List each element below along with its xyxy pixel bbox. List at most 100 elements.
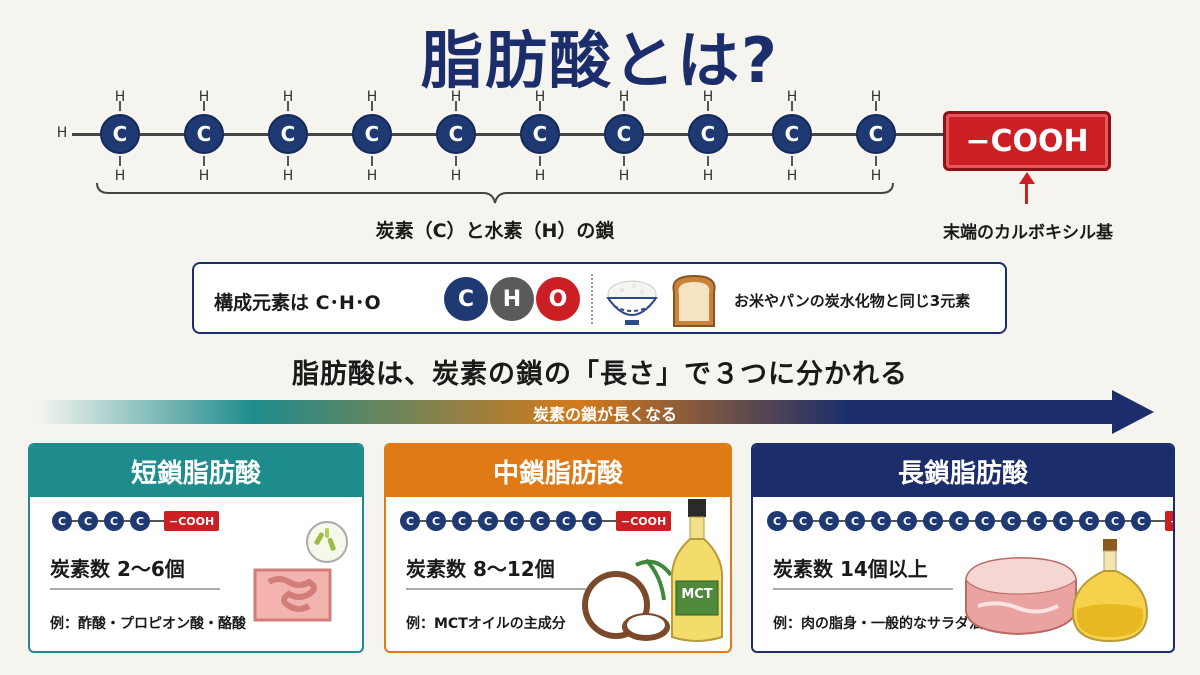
mini-carbon-atom: C <box>1053 511 1073 531</box>
oxygen-element-badge: O <box>536 277 580 321</box>
hydrogen-atom: H <box>786 168 798 184</box>
hydrogen-atom: H <box>702 168 714 184</box>
hydrogen-bond <box>623 156 625 166</box>
carbon-atom: C <box>772 114 812 154</box>
hydrogen-atom: H <box>618 89 630 105</box>
short-chain-divider <box>50 588 220 590</box>
medium-chain-divider <box>406 588 586 590</box>
hydrogen-bond <box>203 156 205 166</box>
hydrogen-bond <box>539 156 541 166</box>
coconut-icon <box>582 558 673 641</box>
mini-carbon-atom: C <box>1001 511 1021 531</box>
hydrogen-bond <box>119 156 121 166</box>
mini-cooh-group: −COOH <box>616 511 672 531</box>
carbon-atom: C <box>688 114 728 154</box>
hydrogen-bond <box>791 156 793 166</box>
hydrogen-bond <box>119 101 121 111</box>
hydrogen-bond <box>875 101 877 111</box>
carbon-atom: C <box>184 114 224 154</box>
terminal-hydrogen: H <box>56 125 68 141</box>
hydrogen-bond <box>455 101 457 111</box>
hydrogen-bond <box>287 101 289 111</box>
cooh-caption: 末端のカルボキシル基 <box>943 223 1113 243</box>
carbon-element-badge: C <box>444 277 488 321</box>
carbon-atom: C <box>520 114 560 154</box>
mini-carbon-atom: C <box>845 511 865 531</box>
cooh-group: −COOH <box>943 111 1111 171</box>
hydrogen-atom: H <box>282 89 294 105</box>
hydrogen-bond <box>791 101 793 111</box>
mini-carbon-atom: C <box>104 511 124 531</box>
mini-carbon-atom: C <box>130 511 150 531</box>
mct-bottle-label: MCT <box>681 587 713 602</box>
hydrogen-atom: H <box>450 168 462 184</box>
chain-caption: 炭素（C）と水素（H）の鎖 <box>375 220 615 242</box>
hydrogen-element-badge: H <box>490 277 534 321</box>
hydrogen-bond <box>875 156 877 166</box>
hydrogen-atom: H <box>198 168 210 184</box>
mini-carbon-atom: C <box>400 511 420 531</box>
short-chain-title: 短鎖脂肪酸 <box>30 445 362 497</box>
hydrogen-atom: H <box>618 168 630 184</box>
long-chain-example: 例：肉の脂身・一般的なサラダ油 <box>773 616 983 632</box>
hydrogen-atom: H <box>366 89 378 105</box>
meat-icon <box>965 556 1077 636</box>
hydrogen-bond <box>287 156 289 166</box>
hydrogen-bond <box>371 156 373 166</box>
medium-chain-title: 中鎖脂肪酸 <box>386 445 730 497</box>
carbon-atom: C <box>436 114 476 154</box>
medium-chain-example: 例：MCTオイルの主成分 <box>406 616 566 632</box>
chain-brace <box>96 183 894 204</box>
mini-carbon-atom: C <box>1079 511 1099 531</box>
mini-carbon-atom: C <box>78 511 98 531</box>
hydrogen-atom: H <box>114 168 126 184</box>
elements-note: お米やパンの炭水化物と同じ3元素 <box>734 292 971 310</box>
carbon-atom: C <box>268 114 308 154</box>
hydrogen-atom: H <box>702 89 714 105</box>
hydrogen-bond <box>371 101 373 111</box>
mini-carbon-atom: C <box>582 511 602 531</box>
chain-length-arrow-head <box>1112 390 1154 434</box>
elements-label: 構成元素は C･H･O <box>214 292 381 314</box>
mini-carbon-atom: C <box>819 511 839 531</box>
long-chain-divider <box>773 588 953 590</box>
mini-carbon-atom: C <box>871 511 891 531</box>
chain-length-arrow-label: 炭素の鎖が長くなる <box>532 405 677 424</box>
rice-bowl-icon <box>606 280 658 325</box>
short-chain-example: 例：酢酸・プロピオン酸・酪酸 <box>50 616 246 632</box>
hydrogen-bond <box>707 156 709 166</box>
cooh-pointer-arrow-head <box>1019 172 1035 184</box>
mini-cooh-group: −COOH <box>1165 511 1173 531</box>
hydrogen-atom: H <box>786 89 798 105</box>
hydrogen-bond <box>707 101 709 111</box>
long-chain-title: 長鎖脂肪酸 <box>753 445 1173 497</box>
cooh-pointer-arrow <box>1025 178 1028 204</box>
short-chain-carbon-count: 炭素数 2〜6個 <box>50 557 185 581</box>
main-bond-line <box>72 133 944 136</box>
mini-carbon-atom: C <box>530 511 550 531</box>
hydrogen-atom: H <box>114 89 126 105</box>
hydrogen-bond <box>539 101 541 111</box>
bread-icon <box>672 274 716 327</box>
intestine-icon <box>253 521 348 622</box>
hydrogen-atom: H <box>282 168 294 184</box>
page-title: 脂肪酸とは? <box>421 24 779 97</box>
mini-carbon-atom: C <box>975 511 995 531</box>
mini-carbon-atom: C <box>452 511 472 531</box>
chain-length-arrow <box>38 400 1118 424</box>
mini-carbon-atom: C <box>504 511 524 531</box>
hydrogen-bond <box>455 156 457 166</box>
mini-carbon-atom: C <box>949 511 969 531</box>
carbon-atom: C <box>352 114 392 154</box>
hydrogen-atom: H <box>366 168 378 184</box>
hydrogen-atom: H <box>870 89 882 105</box>
mini-carbon-atom: C <box>923 511 943 531</box>
medium-chain-carbon-count: 炭素数 8〜12個 <box>406 557 555 581</box>
elements-info-box: 構成元素は C･H･O C H O お米やパンの炭水化物と同じ3元素 <box>192 262 1007 334</box>
mini-carbon-atom: C <box>793 511 813 531</box>
hydrogen-bond <box>203 101 205 111</box>
hydrogen-atom: H <box>198 89 210 105</box>
hydrogen-atom: H <box>534 89 546 105</box>
mini-carbon-atom: C <box>478 511 498 531</box>
